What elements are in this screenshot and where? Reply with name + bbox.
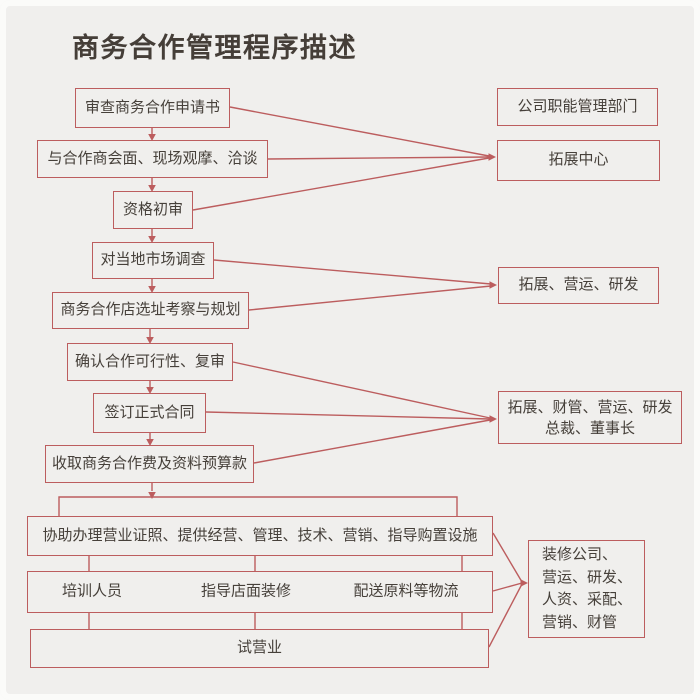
box-expansion-ops-rd: 拓展、营运、研发 xyxy=(498,267,659,304)
vendor-line-3: 人资、采配、 xyxy=(542,591,633,608)
box-assist-setup: 协助办理营业证照、提供经营、管理、技术、营销、指导购置设施 xyxy=(27,516,493,556)
vendor-line-2: 营运、研发、 xyxy=(542,568,633,586)
task-training-staff: 培训人员 xyxy=(61,582,123,600)
step-collect-fees: 收取商务合作费及资料预算款 xyxy=(45,445,254,483)
box-trial-operation: 试营业 xyxy=(30,629,489,668)
vendor-line-1: 装修公司、 xyxy=(542,546,618,563)
vendor-line-4: 营销、财管 xyxy=(542,613,618,631)
task-materials-logistics: 配送原料等物流 xyxy=(353,582,459,600)
page-title: 商务合作管理程序描述 xyxy=(72,33,357,63)
box-decoration-vendors: 装修公司、 营运、研发、 人资、采配、 营销、财管 xyxy=(528,540,645,638)
box-company-functional-dept: 公司职能管理部门 xyxy=(497,88,658,126)
connector-group xyxy=(58,106,523,648)
step-meet-partners: 与合作商会面、现场观摩、洽谈 xyxy=(37,140,268,178)
step-site-selection: 商务合作店选址考察与规划 xyxy=(52,292,249,329)
box-multi-dept-leaders: 拓展、财管、营运、研发 总裁、董事长 xyxy=(498,391,682,444)
step-review-application: 审查商务合作申请书 xyxy=(75,88,230,128)
dept-line-1: 拓展、财管、营运、研发 xyxy=(507,398,673,416)
box-expansion-center: 拓展中心 xyxy=(497,140,660,181)
step-qualification-review: 资格初审 xyxy=(113,191,193,229)
dept-line-2: 总裁、董事长 xyxy=(544,419,635,437)
arrowheads xyxy=(146,134,528,587)
step-market-survey: 对当地市场调查 xyxy=(92,242,214,279)
box-parallel-tasks: 培训人员 指导店面装修 配送原料等物流 xyxy=(27,571,493,613)
task-store-decoration: 指导店面装修 xyxy=(200,582,292,600)
step-sign-contract: 签订正式合同 xyxy=(93,393,206,433)
step-feasibility-review: 确认合作可行性、复审 xyxy=(67,343,233,381)
